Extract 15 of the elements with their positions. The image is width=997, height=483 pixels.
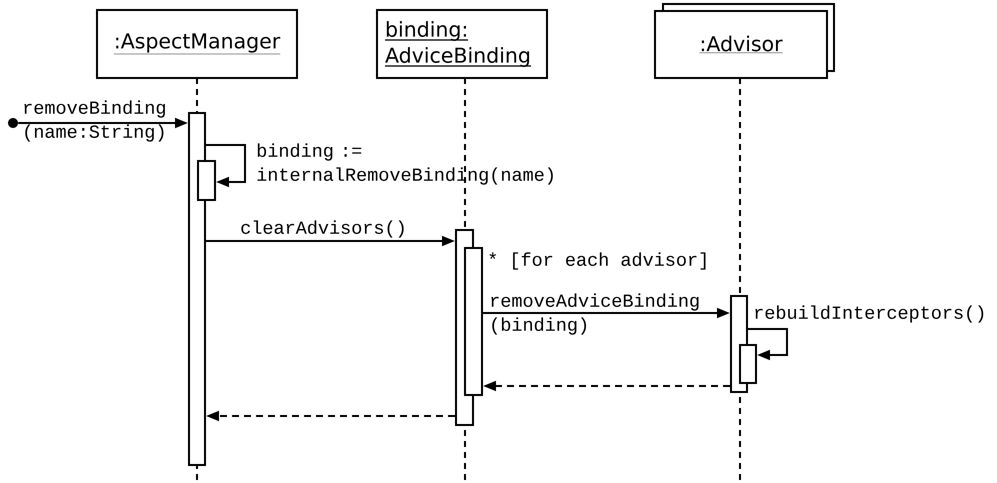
start-dot bbox=[8, 118, 18, 128]
message-label: removeBinding (name:String) bbox=[24, 100, 165, 142]
message-label: binding := internalRemoveBinding(name) bbox=[258, 143, 553, 185]
self-call-arrow bbox=[748, 328, 788, 360]
guard-label: * [for each advisor] bbox=[489, 252, 706, 270]
activation-bar bbox=[464, 247, 483, 396]
object-box: :Advisor bbox=[654, 3, 835, 79]
message-label: removeAdviceBinding (binding) bbox=[491, 293, 699, 335]
object-box: binding: AdviceBinding bbox=[376, 9, 548, 79]
message-label: clearAdvisors() bbox=[241, 220, 404, 238]
message-label: rebuildInterceptors() bbox=[755, 305, 984, 323]
activation-bar bbox=[197, 160, 216, 201]
self-call-arrow bbox=[206, 144, 246, 188]
object-box: :AspectManager bbox=[96, 9, 298, 79]
activation-bar bbox=[739, 344, 757, 384]
